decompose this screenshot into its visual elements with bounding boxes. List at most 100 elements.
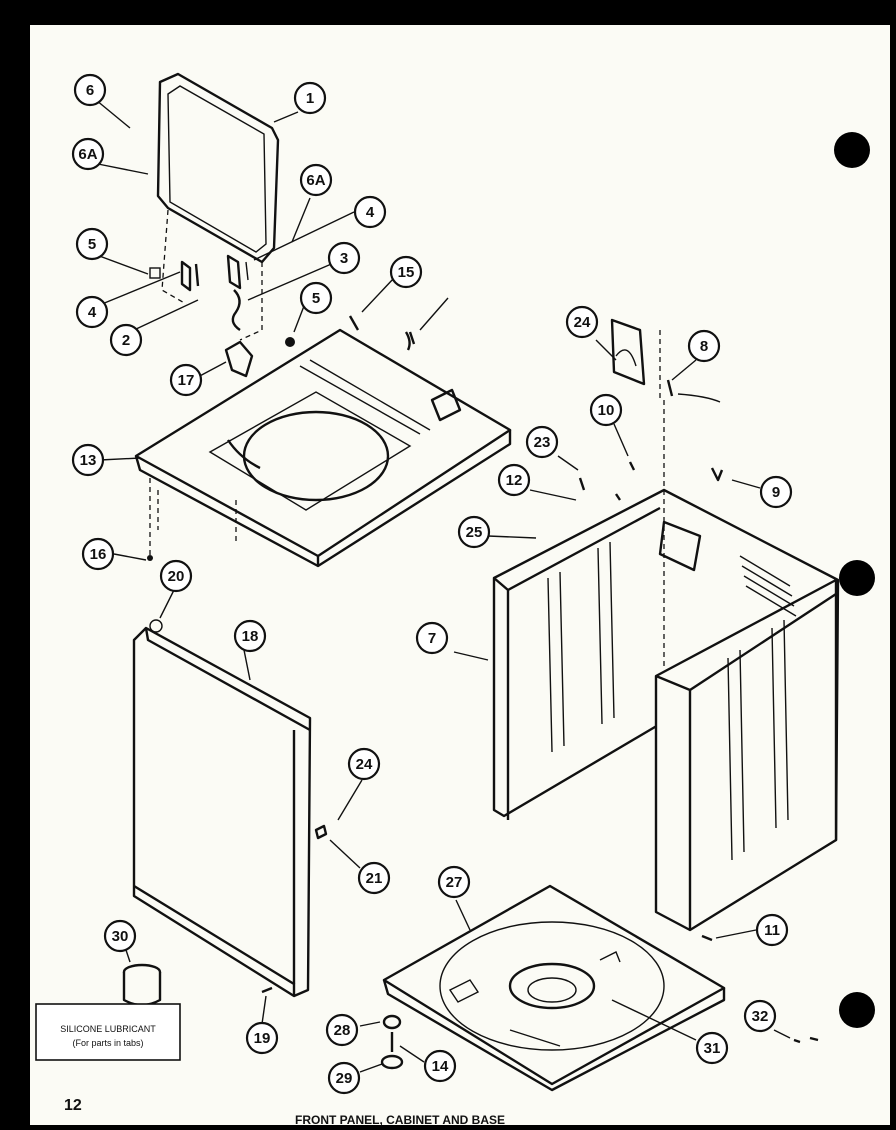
part-16-screw (348, 315, 360, 331)
callout-circle (755, 913, 789, 947)
callout-label: 5 (88, 236, 96, 253)
callout-9: 9 (759, 475, 793, 509)
callout-19: 19 (245, 1021, 279, 1055)
callout-label: 10 (598, 402, 615, 419)
callout-label: 6A (78, 146, 97, 163)
callout-label: 30 (112, 928, 129, 945)
callout-25: 25 (457, 515, 491, 549)
callout-circle (497, 463, 531, 497)
callout-circle (159, 559, 193, 593)
callout-label: 6 (86, 82, 94, 99)
callout-circle (353, 195, 387, 229)
callout-circle (437, 865, 471, 899)
callout-label: 9 (772, 484, 780, 501)
callout-23: 23 (525, 425, 559, 459)
callout-6: 6 (73, 73, 107, 107)
front-panel-part (132, 619, 312, 998)
callout-label: 1 (306, 90, 314, 107)
callout-circle (109, 323, 143, 357)
callout-label: 23 (534, 434, 551, 451)
callout-circle (457, 515, 491, 549)
callout-20: 20 (159, 559, 193, 593)
callout-17: 17 (169, 363, 203, 397)
callout-10: 10 (589, 393, 623, 427)
callout-bubbles: 123445566A6A7891011121314151617181920212… (71, 73, 793, 1095)
callout-5: 5 (75, 227, 109, 261)
diagram-caption: FRONT PANEL, CABINET AND BASE (295, 1113, 505, 1127)
lubricant-label-line2: (For parts in tabs) (72, 1038, 143, 1048)
part-25-bracket (610, 318, 646, 386)
callout-circle (71, 443, 105, 477)
hinge-parts (149, 254, 249, 331)
callout-label: 21 (366, 870, 383, 887)
callout-label: 20 (168, 568, 185, 585)
callout-13: 13 (71, 443, 105, 477)
part-18-bracket (224, 340, 254, 378)
callout-label: 18 (242, 628, 259, 645)
callout-28: 28 (325, 1013, 359, 1047)
callout-label: 14 (432, 1058, 449, 1075)
callout-circle (75, 227, 109, 261)
callout-27: 27 (437, 865, 471, 899)
callout-label: 15 (398, 264, 415, 281)
callout-label: 11 (764, 922, 780, 939)
callout-circle (415, 621, 449, 655)
callout-label: 24 (574, 314, 591, 331)
callout-circle (169, 363, 203, 397)
callout-circle (389, 255, 423, 289)
callout-circle (299, 163, 333, 197)
page-number: 12 (64, 1097, 82, 1114)
cabinet-part (492, 330, 840, 932)
callout-14: 14 (423, 1049, 457, 1083)
callout-label: 4 (88, 304, 97, 321)
callout-label: 25 (466, 524, 483, 541)
lubricant-label-line1: SILICONE LUBRICANT (60, 1024, 156, 1034)
callout-31: 31 (695, 1031, 729, 1065)
leader-lines (93, 99, 791, 1073)
callout-4: 4 (75, 295, 109, 329)
callout-circle (325, 1013, 359, 1047)
callout-label: 7 (428, 630, 436, 647)
callout-circle (695, 1031, 729, 1065)
callout-label: 5 (312, 290, 320, 307)
callout-29: 29 (327, 1061, 361, 1095)
callout-16: 16 (81, 537, 115, 571)
callout-6a: 6A (299, 163, 333, 197)
callout-circle (743, 999, 777, 1033)
callout-circle (347, 747, 381, 781)
part-14-clip (404, 331, 416, 351)
callout-label: 4 (366, 204, 375, 221)
callout-18: 18 (233, 619, 267, 653)
callout-label: 17 (178, 372, 195, 389)
lubricant-can (122, 963, 162, 1007)
callout-circle (565, 305, 599, 339)
callout-circle (759, 475, 793, 509)
callout-5: 5 (299, 281, 333, 315)
callout-3: 3 (327, 241, 361, 275)
callout-circle (71, 137, 105, 171)
part-23-nut (314, 824, 328, 840)
lid-part (156, 72, 280, 341)
callout-30: 30 (103, 919, 137, 953)
callout-11: 11 (755, 913, 789, 947)
base-part (382, 884, 726, 1092)
callout-15: 15 (389, 255, 423, 289)
callout-circle (589, 393, 623, 427)
callout-label: 32 (752, 1008, 769, 1025)
callout-24: 24 (347, 747, 381, 781)
callout-4: 4 (353, 195, 387, 229)
callout-6a: 6A (71, 137, 105, 171)
callout-label: 28 (334, 1022, 351, 1039)
punch-hole-bottom (839, 992, 875, 1028)
callout-7: 7 (415, 621, 449, 655)
callout-21: 21 (357, 861, 391, 895)
punch-hole-middle (839, 560, 875, 596)
callout-label: 29 (336, 1070, 353, 1087)
callout-8: 8 (687, 329, 721, 363)
callout-label: 19 (254, 1030, 271, 1047)
callout-circle (233, 619, 267, 653)
callout-circle (525, 425, 559, 459)
callout-circle (293, 81, 327, 115)
callout-32: 32 (743, 999, 777, 1033)
